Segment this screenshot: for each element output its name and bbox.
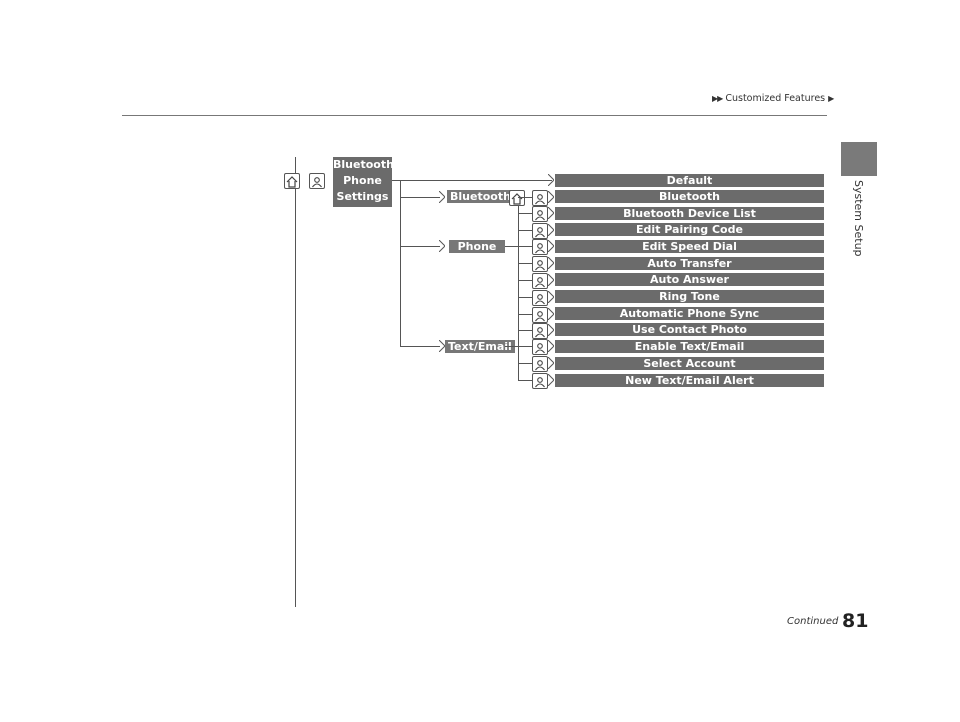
bluetooth-phone-settings-box[interactable]: Bluetooth/ Phone Settings	[333, 157, 398, 207]
chevron-right-icon	[548, 357, 554, 369]
chevron-right-icon	[548, 291, 554, 303]
menu-item-bluetooth[interactable]: Bluetooth	[555, 190, 824, 203]
chevron-right-icon	[548, 174, 554, 186]
continued-label: Continued	[787, 616, 839, 627]
menu-item-bluetooth-device-list[interactable]: Bluetooth Device List	[555, 207, 824, 220]
breadcrumb: ▶▶ Customized Features ▶	[712, 93, 834, 104]
menu-item-enable-text-email[interactable]: Enable Text/Email	[555, 340, 824, 353]
chevron-right-icon	[548, 240, 554, 252]
breadcrumb-arrow-icon: ▶▶	[712, 94, 723, 103]
voice-command-icon	[532, 206, 548, 222]
branch-line	[505, 346, 532, 347]
voice-command-icon	[532, 190, 548, 206]
branch-line	[518, 363, 532, 364]
voice-command-icon	[532, 373, 548, 389]
category-phone[interactable]: Phone	[449, 240, 505, 253]
category-bluetooth[interactable]: Bluetooth	[447, 190, 514, 203]
menu-item-auto-answer[interactable]: Auto Answer	[555, 273, 824, 286]
voice-command-icon	[532, 339, 548, 355]
chevron-right-icon	[548, 324, 554, 336]
chevron-right-icon	[548, 308, 554, 320]
menu-item-automatic-phone-sync[interactable]: Automatic Phone Sync	[555, 307, 824, 320]
chevron-right-icon	[439, 191, 445, 203]
breadcrumb-arrow-icon: ▶	[828, 94, 834, 103]
voice-command-icon	[532, 356, 548, 372]
menu-item-use-contact-photo[interactable]: Use Contact Photo	[555, 323, 824, 336]
voice-command-icon	[532, 323, 548, 339]
section-tab	[841, 142, 877, 176]
tree-trunk-line	[400, 180, 401, 346]
root-line-1: Bluetooth/	[333, 158, 398, 171]
header-rule	[122, 115, 827, 116]
chevron-right-icon	[439, 340, 445, 352]
voice-command-icon	[532, 273, 548, 289]
connector-phone	[400, 246, 440, 247]
section-label: System Setup	[852, 180, 865, 257]
root-line-2: Phone	[343, 174, 382, 187]
menu-item-new-text-email-alert[interactable]: New Text/Email Alert	[555, 374, 824, 387]
connector-default	[392, 180, 552, 181]
voice-command-icon	[309, 173, 325, 189]
root-line-3: Settings	[336, 190, 389, 203]
voice-command-icon	[532, 290, 548, 306]
chevron-right-icon	[548, 257, 554, 269]
branch-line	[505, 246, 532, 247]
menu-item-auto-transfer[interactable]: Auto Transfer	[555, 257, 824, 270]
branch-line	[518, 213, 532, 214]
chevron-right-icon	[548, 191, 554, 203]
chevron-right-icon	[439, 240, 445, 252]
breadcrumb-label: Customized Features	[725, 93, 826, 104]
connector-text-email	[400, 346, 440, 347]
menu-item-edit-speed-dial[interactable]: Edit Speed Dial	[555, 240, 824, 253]
home-icon	[284, 173, 300, 189]
connector-bluetooth	[400, 197, 440, 198]
chevron-right-icon	[548, 224, 554, 236]
chevron-right-icon	[548, 340, 554, 352]
branch-line	[518, 197, 532, 198]
voice-command-icon	[532, 223, 548, 239]
voice-command-icon	[532, 239, 548, 255]
branch-line	[518, 297, 532, 298]
page-number: 81	[842, 610, 869, 632]
menu-item-ring-tone[interactable]: Ring Tone	[555, 290, 824, 303]
subtree-line	[518, 197, 519, 380]
left-border-line	[295, 157, 296, 607]
branch-line	[518, 314, 532, 315]
branch-line	[518, 380, 532, 381]
category-text-email[interactable]: Text/Email	[445, 340, 515, 353]
menu-item-select-account[interactable]: Select Account	[555, 357, 824, 370]
branch-line	[518, 330, 532, 331]
branch-line	[518, 280, 532, 281]
branch-line	[518, 263, 532, 264]
menu-item-default[interactable]: Default	[555, 174, 824, 187]
chevron-right-icon	[548, 274, 554, 286]
chevron-right-icon	[548, 207, 554, 219]
branch-line	[518, 230, 532, 231]
voice-command-icon	[532, 307, 548, 323]
menu-item-edit-pairing-code[interactable]: Edit Pairing Code	[555, 223, 824, 236]
voice-command-icon	[532, 256, 548, 272]
chevron-right-icon	[548, 374, 554, 386]
home-icon	[509, 190, 525, 206]
